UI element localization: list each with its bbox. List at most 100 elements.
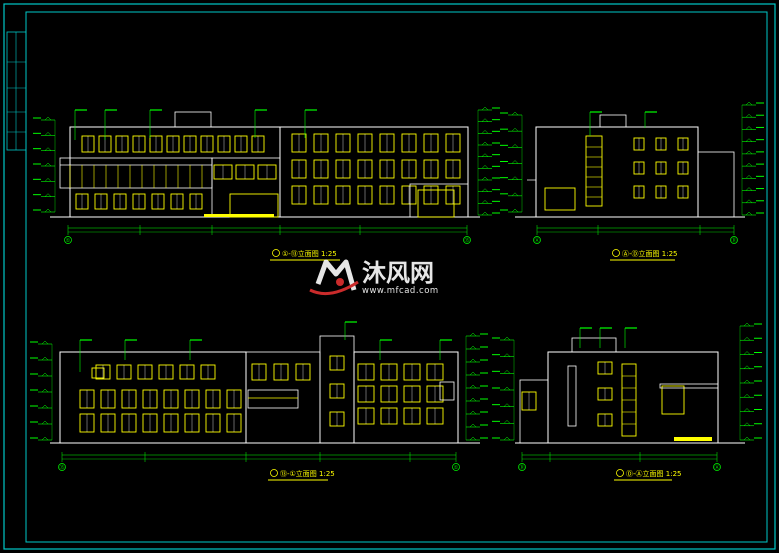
building-outline xyxy=(535,126,699,218)
level-symbol xyxy=(511,111,519,116)
level-symbol xyxy=(503,386,511,391)
axis-bubble xyxy=(533,236,541,244)
building-outline xyxy=(353,351,459,444)
level-symbol xyxy=(469,358,477,363)
axis-bubble xyxy=(713,463,721,471)
level-symbol xyxy=(511,127,519,132)
level-symbol xyxy=(481,211,489,216)
side-entrance xyxy=(409,183,469,218)
level-symbol xyxy=(503,353,511,357)
axis-bubble xyxy=(730,236,738,244)
level-symbol xyxy=(41,356,49,361)
level-symbol xyxy=(745,101,753,106)
binding-strip xyxy=(6,31,27,151)
axis-bubble xyxy=(58,463,66,471)
level-symbol xyxy=(481,188,489,192)
level-symbol xyxy=(743,436,751,441)
level-symbol xyxy=(511,143,519,148)
outer-frame xyxy=(3,3,776,550)
roof-structure xyxy=(174,111,212,128)
level-symbol xyxy=(745,126,753,130)
mfcad-watermark: 沐风网 www.mfcad.com xyxy=(309,259,439,296)
stair-window-column xyxy=(585,135,603,207)
middle-block xyxy=(245,351,321,444)
entrance-block xyxy=(211,157,281,218)
side-element xyxy=(439,381,455,401)
level-symbol xyxy=(481,106,489,111)
level-symbol xyxy=(41,436,49,441)
building-outline xyxy=(59,351,247,444)
entrance-doors xyxy=(229,193,279,218)
title-top-right: Ⓐ-Ⓓ立面图 1:25 xyxy=(610,249,677,261)
level-symbol xyxy=(481,141,489,146)
title-bottom-left: ⑬-①立面图 1:25 xyxy=(268,469,335,481)
axis-label: Ⓓ xyxy=(731,237,736,244)
level-symbol xyxy=(469,436,477,441)
level-symbol xyxy=(481,176,489,181)
entrance-window xyxy=(661,385,685,415)
level-symbol xyxy=(44,177,52,182)
axis-bubble xyxy=(463,236,471,244)
roof-structure xyxy=(599,114,627,128)
inner-frame xyxy=(25,11,768,543)
level-symbol xyxy=(743,422,751,426)
level-symbol xyxy=(41,404,49,409)
level-symbol xyxy=(745,150,753,155)
level-symbol xyxy=(469,332,477,337)
glazed-band xyxy=(247,389,299,409)
level-symbol xyxy=(745,187,753,191)
level-symbol xyxy=(745,211,753,216)
level-symbol xyxy=(743,365,751,369)
level-symbol xyxy=(481,118,489,122)
level-symbol xyxy=(511,208,519,213)
level-symbol xyxy=(469,410,477,415)
axis-label: ⑬ xyxy=(464,237,469,244)
axis-label: ① xyxy=(66,238,71,244)
level-symbol xyxy=(41,372,49,377)
low-wing xyxy=(519,379,549,444)
title-bottom-right: Ⓓ-Ⓐ立面图 1:25 xyxy=(614,469,681,481)
level-symbol xyxy=(503,403,511,407)
level-symbol xyxy=(745,174,753,179)
level-symbol xyxy=(503,336,511,341)
level-symbol xyxy=(743,336,751,341)
level-symbol xyxy=(44,193,52,197)
level-symbol xyxy=(743,379,751,384)
mfcad-logo-icon xyxy=(309,259,359,296)
axis-label: Ⓐ xyxy=(714,464,719,471)
level-symbol xyxy=(469,397,477,402)
level-symbol xyxy=(469,384,477,389)
drawing-title: Ⓐ-Ⓓ立面图 1:25 xyxy=(622,249,677,258)
level-symbol xyxy=(511,192,519,197)
watermark-brand: 沐风网 xyxy=(362,259,434,287)
level-symbol xyxy=(41,388,49,393)
side-doors xyxy=(417,189,455,218)
level-symbol xyxy=(44,147,52,151)
level-symbol xyxy=(44,116,52,121)
level-symbol xyxy=(44,208,52,213)
level-symbol xyxy=(481,199,489,204)
axis-label: ① xyxy=(454,465,459,471)
canopy-band xyxy=(59,157,213,189)
watermark-site: www.mfcad.com xyxy=(362,286,439,296)
entrance-steps xyxy=(204,214,274,217)
level-symbol xyxy=(503,436,511,441)
drawing-title: ⑬-①立面图 1:25 xyxy=(280,469,335,478)
level-symbol xyxy=(469,345,477,350)
ground-window xyxy=(544,187,576,211)
level-symbol xyxy=(511,160,519,164)
level-symbol xyxy=(469,371,477,376)
roof-structure xyxy=(571,337,617,353)
drawing-title: Ⓓ-Ⓐ立面图 1:25 xyxy=(626,469,681,478)
level-symbol xyxy=(743,408,751,412)
level-symbol xyxy=(41,420,49,425)
level-symbol xyxy=(743,351,751,355)
level-symbol xyxy=(745,113,753,118)
building-outline xyxy=(279,126,469,218)
low-wing xyxy=(697,151,735,218)
level-symbol xyxy=(41,340,49,345)
